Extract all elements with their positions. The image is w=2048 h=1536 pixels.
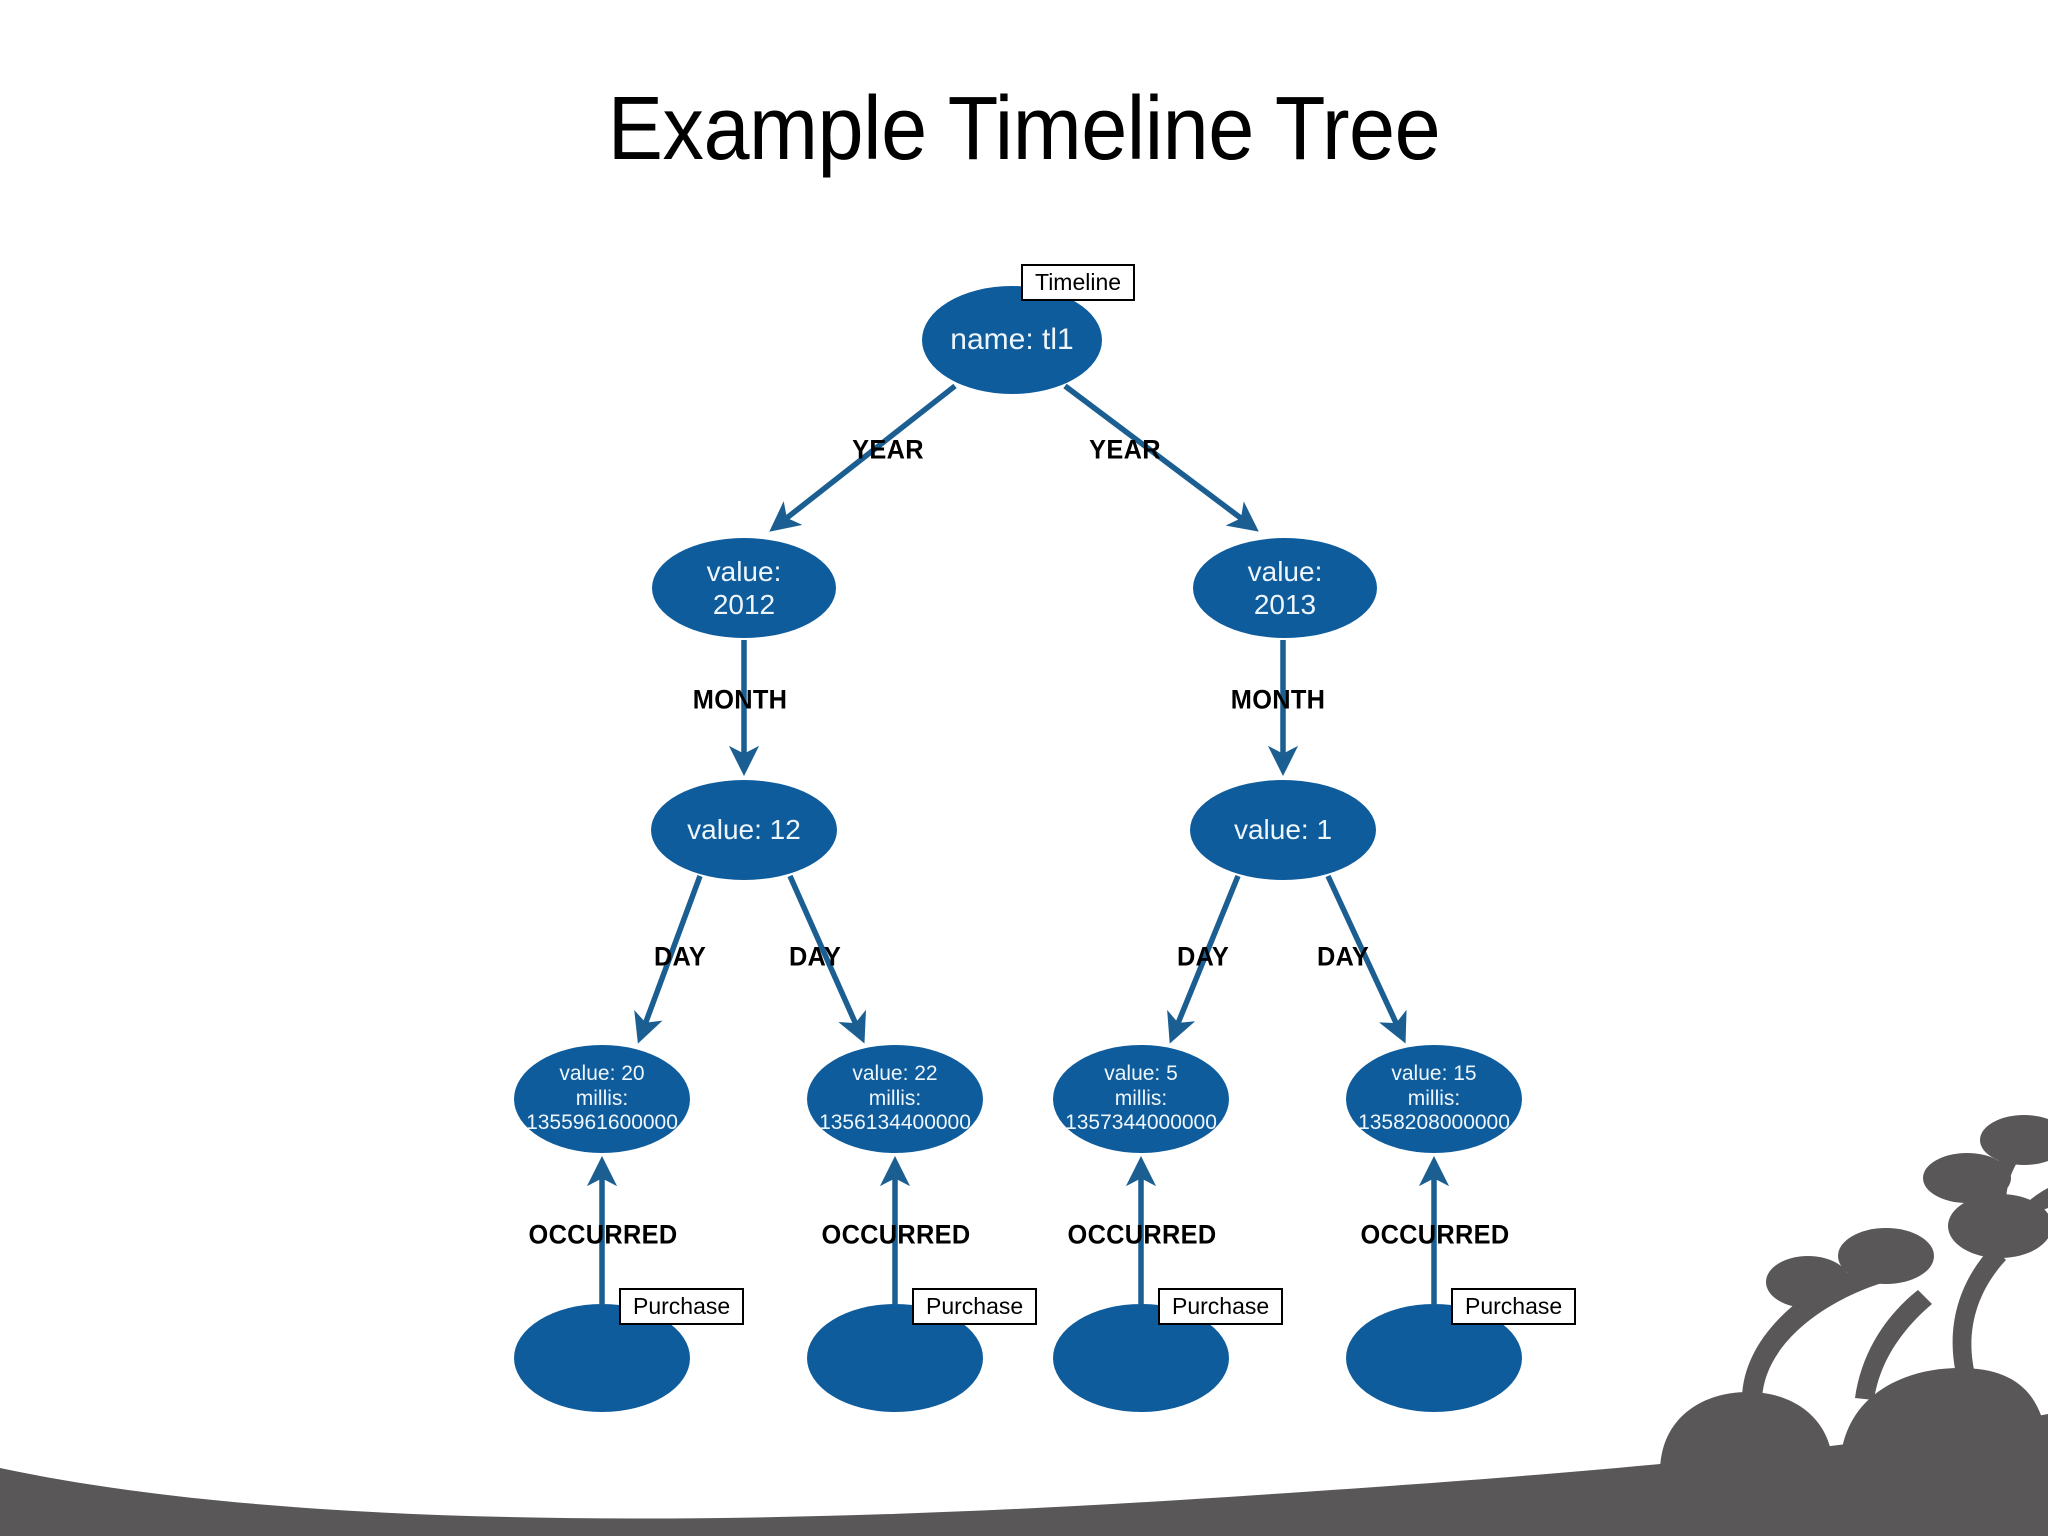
edge-label-e5: DAY (653, 941, 707, 972)
tree-node-label: value: 12 (687, 814, 801, 846)
tree-node-day-20[interactable]: value: 20 millis: 1355961600000 (514, 1045, 690, 1153)
edge-label-e12: OCCURRED (1360, 1219, 1510, 1250)
edge-label-e1: YEAR (852, 434, 924, 465)
tree-node-year-2012[interactable]: value: 2012 (652, 538, 836, 638)
tree-node-label: value: 1 (1233, 814, 1333, 846)
edge-label-e4: MONTH (1230, 684, 1326, 715)
tag-purchase-2[interactable]: Purchase (912, 1288, 1038, 1326)
edge-label-e10: OCCURRED (821, 1219, 971, 1250)
tree-node-day-22[interactable]: value: 22 millis: 1356134400000 (807, 1045, 983, 1153)
tree-node-root[interactable]: name: tl1 (922, 286, 1102, 394)
tree-node-label: value: 5 millis: 1357344000000 (1065, 1061, 1217, 1135)
tree-node-day-15[interactable]: value: 15 millis: 1358208000000 (1346, 1045, 1522, 1153)
tree-node-year-2013[interactable]: value: 2013 (1193, 538, 1377, 638)
tree-node-label: value: 22 millis: 1356134400000 (819, 1061, 971, 1135)
tag-timeline[interactable]: Timeline (1021, 264, 1136, 302)
tree-node-month-1[interactable]: value: 1 (1190, 780, 1376, 880)
tag-purchase-4[interactable]: Purchase (1451, 1288, 1577, 1326)
edge-label-e11: OCCURRED (1067, 1219, 1217, 1250)
tree-node-label: value: 15 millis: 1358208000000 (1358, 1061, 1510, 1135)
tree-node-label: value: 20 millis: 1355961600000 (526, 1061, 678, 1135)
tag-purchase-3[interactable]: Purchase (1158, 1288, 1284, 1326)
tree-node-month-12[interactable]: value: 12 (651, 780, 837, 880)
tree-node-day-5[interactable]: value: 5 millis: 1357344000000 (1053, 1045, 1229, 1153)
edge-label-e2: YEAR (1089, 434, 1161, 465)
edge-label-e9: OCCURRED (528, 1219, 678, 1250)
edge-label-e3: MONTH (692, 684, 788, 715)
tree-node-label: value: 2013 (1247, 555, 1323, 620)
tag-purchase-1[interactable]: Purchase (619, 1288, 745, 1326)
edge-label-e8: DAY (1316, 941, 1370, 972)
edge-label-e7: DAY (1176, 941, 1230, 972)
edge-label-e6: DAY (788, 941, 842, 972)
page-title: Example Timeline Tree (607, 79, 1441, 179)
tree-node-label: value: 2012 (706, 555, 782, 620)
tree-node-label: name: tl1 (950, 323, 1074, 357)
